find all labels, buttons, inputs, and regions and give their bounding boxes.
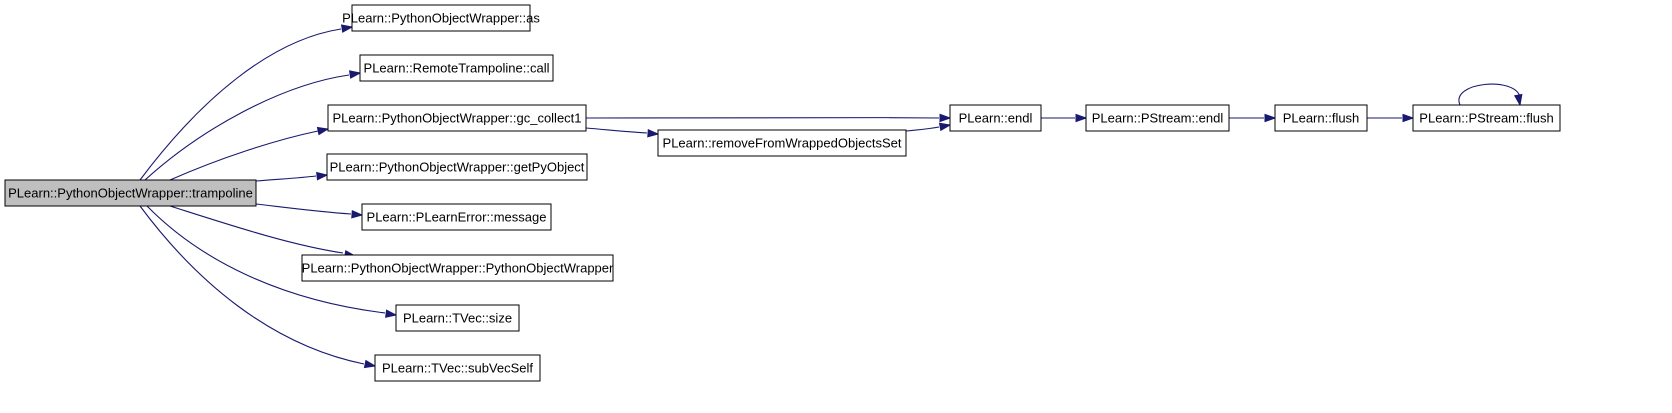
edge-pstream_endl-to-flush (1229, 113, 1277, 123)
node-label: PLearn::flush (1283, 111, 1360, 126)
edge-trampoline-to-getPyObject (255, 171, 329, 182)
edge-line (255, 175, 317, 182)
edge-endl-to-pstream_endl (1041, 113, 1088, 123)
node-flush[interactable]: PLearn::flush (1274, 104, 1368, 132)
node-box[interactable] (351, 4, 531, 32)
node-removeFromWrapped[interactable]: PLearn::removeFromWrappedObjectsSet (657, 129, 907, 157)
edge-trampoline-to-message (255, 203, 364, 219)
edge-line (146, 205, 386, 314)
arrowhead-icon (938, 122, 952, 132)
node-subVecSelf[interactable]: PLearn::TVec::subVecSelf (374, 354, 541, 382)
edge-line (139, 28, 342, 181)
edge-line (585, 116, 940, 119)
nodes-layer: PLearn::PythonObjectWrapper::trampolineP… (4, 4, 1561, 382)
arrowhead-icon (1402, 113, 1415, 123)
edge-line (1458, 83, 1521, 106)
node-pstream-flush[interactable]: PLearn::PStream::flush (1412, 104, 1561, 132)
edge-trampoline-to-as (139, 24, 354, 181)
edge-line (169, 205, 344, 254)
node-label: PLearn::PythonObjectWrapper::PythonObjec… (302, 261, 614, 276)
edge-line (139, 205, 365, 365)
node-as[interactable]: PLearn::PythonObjectWrapper::as (342, 4, 540, 32)
arrowhead-icon (348, 70, 362, 79)
edge-flush-to-pstream_flush (1367, 113, 1415, 123)
edge-trampoline-to-call (144, 70, 362, 181)
node-box[interactable] (4, 179, 257, 207)
edge-gc_collect1-to-endl (585, 113, 952, 123)
node-label: PLearn::removeFromWrappedObjectsSet (663, 136, 902, 151)
node-box[interactable] (657, 129, 907, 157)
node-label: PLearn::TVec::subVecSelf (382, 361, 533, 376)
edges-layer (139, 24, 1523, 369)
edge-trampoline-to-ctor (169, 205, 357, 259)
node-box[interactable] (1085, 104, 1230, 132)
node-label: PLearn::PythonObjectWrapper::as (342, 11, 540, 26)
edge-trampoline-to-subVecSelf (139, 205, 377, 369)
node-label: PLearn::PLearnError::message (367, 210, 547, 225)
arrowhead-icon (363, 359, 377, 369)
arrowhead-icon (316, 126, 330, 136)
node-endl[interactable]: PLearn::endl (949, 104, 1042, 132)
node-box[interactable] (395, 304, 520, 332)
node-label: PLearn::PythonObjectWrapper::getPyObject (330, 160, 585, 175)
edge-removeFromWrapped-to-endl (905, 122, 952, 132)
node-label: PLearn::PStream::flush (1419, 111, 1553, 126)
node-size[interactable]: PLearn::TVec::size (395, 304, 520, 332)
arrowhead-icon (1075, 113, 1088, 123)
node-label: PLearn::PStream::endl (1092, 111, 1224, 126)
node-box[interactable] (326, 153, 588, 181)
node-trampoline[interactable]: PLearn::PythonObjectWrapper::trampoline (4, 179, 257, 207)
node-box[interactable] (1412, 104, 1561, 132)
arrowhead-icon (385, 309, 398, 318)
node-call[interactable]: PLearn::RemoteTrampoline::call (359, 54, 554, 82)
arrowhead-icon (340, 24, 354, 33)
node-box[interactable] (1274, 104, 1368, 132)
node-label: PLearn::RemoteTrampoline::call (364, 61, 550, 76)
edge-gc_collect1-to-removeFromWrapped (585, 127, 660, 138)
node-label: PLearn::PythonObjectWrapper::gc_collect1 (332, 111, 581, 126)
edge-line (585, 127, 648, 134)
node-box[interactable] (361, 203, 552, 231)
edge-pstream_flush-to-pstream_flush (1458, 83, 1523, 107)
edge-trampoline-to-size (146, 205, 398, 318)
arrowhead-icon (939, 113, 952, 123)
edge-line (905, 126, 940, 132)
node-box[interactable] (359, 54, 554, 82)
node-pstream-endl[interactable]: PLearn::PStream::endl (1085, 104, 1230, 132)
node-getPyObject[interactable]: PLearn::PythonObjectWrapper::getPyObject (326, 153, 588, 181)
node-ctor[interactable]: PLearn::PythonObjectWrapper::PythonObjec… (301, 254, 614, 282)
arrowhead-icon (316, 171, 329, 181)
node-gc-collect1[interactable]: PLearn::PythonObjectWrapper::gc_collect1 (327, 104, 587, 132)
node-box[interactable] (374, 354, 541, 382)
node-box[interactable] (327, 104, 587, 132)
node-message[interactable]: PLearn::PLearnError::message (361, 203, 552, 231)
arrowhead-icon (351, 209, 364, 219)
node-label: PLearn::TVec::size (403, 311, 512, 326)
arrowhead-icon (1264, 113, 1277, 123)
node-label: PLearn::PythonObjectWrapper::trampoline (8, 186, 253, 201)
node-box[interactable] (301, 254, 614, 282)
edge-line (255, 203, 352, 215)
edge-line (169, 130, 319, 181)
node-label: PLearn::endl (959, 111, 1033, 126)
node-box[interactable] (949, 104, 1042, 132)
arrowhead-icon (647, 128, 660, 138)
edge-line (144, 74, 350, 181)
arrowhead-icon (1513, 93, 1523, 107)
edge-trampoline-to-gc_collect1 (169, 126, 330, 181)
